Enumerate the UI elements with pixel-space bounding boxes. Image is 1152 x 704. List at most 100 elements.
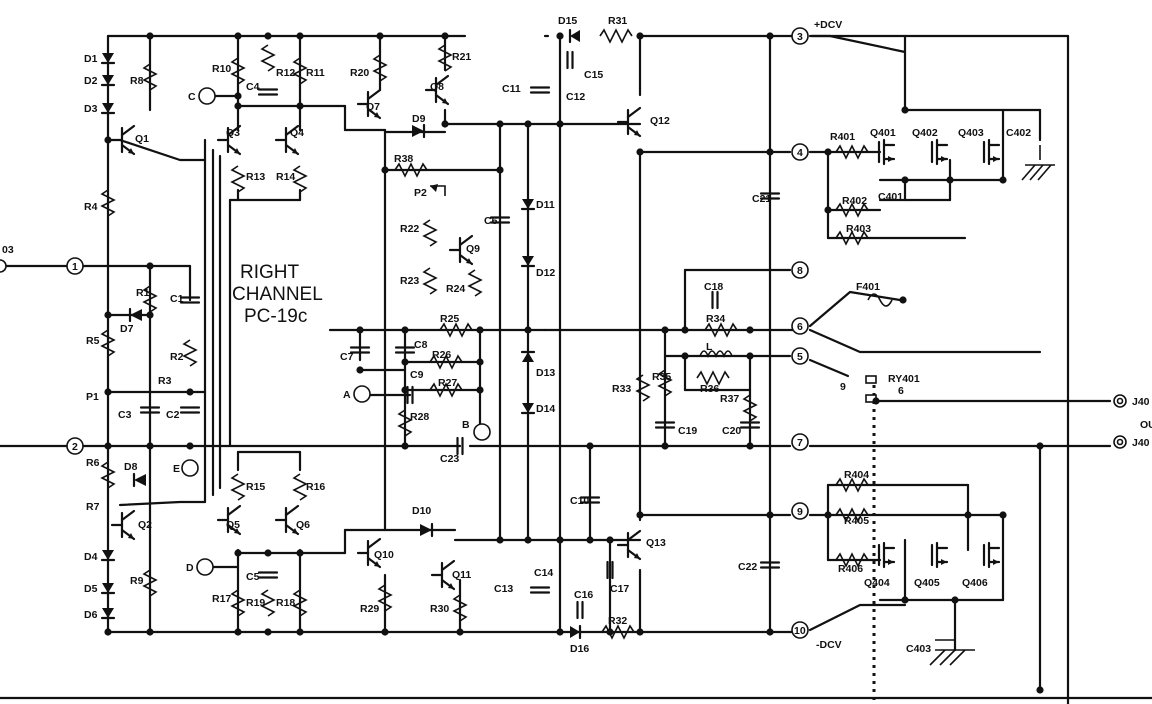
junction-dot [901,106,909,114]
refdes-c11: C11 [502,83,521,95]
edge-input-jack [0,259,7,273]
junction-dot [872,397,880,405]
terminal-10-label: 10 [794,625,806,637]
junction-dot [381,166,389,174]
junction-dot [901,176,909,184]
junction-dot [556,536,564,544]
refdes-r13: R13 [246,171,265,183]
refdes-q405: Q405 [914,577,940,589]
junction-dot [401,386,409,394]
refdes-r25: R25 [440,313,459,325]
junction-dot [1036,442,1044,450]
edge-label-j2: J40 [1132,437,1150,449]
refdes-r1: R1 [136,287,150,299]
junction-dot [766,511,774,519]
refdes-r29: R29 [360,603,379,615]
refdes-r3: R3 [158,375,172,387]
junction-dot [999,176,1007,184]
terminal-4 [791,143,809,161]
refdes-r4: R4 [84,201,98,213]
junction-dot [104,311,112,319]
junctions [104,32,1044,694]
refdes-r27: R27 [438,377,457,389]
junction-dot [441,120,449,128]
refdes-r405: R405 [844,515,869,527]
junction-dot [234,92,242,100]
junction-dot [661,326,669,334]
junction-dot [476,386,484,394]
refdes-q402: Q402 [912,127,938,139]
junction-dot [951,596,959,604]
refdes-c13: C13 [494,583,513,595]
junction-dot [766,148,774,156]
junction-dot [234,102,242,110]
terminals: 1 2 3 4 5 6 7 8 9 10 C E D A B [0,27,1127,639]
refdes-r24: R24 [446,283,465,295]
refdes-q3: Q3 [226,127,240,139]
refdes-d6: D6 [84,609,98,621]
refdes-r35: R35 [652,371,671,383]
junction-dot [556,120,564,128]
refdes-r406: R406 [838,563,863,575]
junction-dot [264,628,272,636]
junction-dot [946,176,954,184]
refdes-r20: R20 [350,67,369,79]
refdes-r32: R32 [608,615,627,627]
input-b-label: B [462,419,470,431]
refdes-q9: Q9 [466,243,480,255]
refdes-q404: Q404 [864,577,890,589]
pos-rail-label: +DCV [814,19,842,31]
refdes-d8: D8 [124,461,138,473]
refdes-r6: R6 [86,457,100,469]
refdes-d3: D3 [84,103,98,115]
junction-dot [146,311,154,319]
junction-dot [496,536,504,544]
refdes-d16: D16 [570,643,589,655]
refdes-c401: C401 [878,191,903,203]
terminal-8-label: 8 [797,265,803,277]
terminal-7-label: 7 [797,437,803,449]
refdes-r26: R26 [432,349,451,361]
refdes-r11: R11 [306,67,325,79]
edge-label-out: OU [1140,419,1152,431]
refdes-d5: D5 [84,583,98,595]
junction-dot [296,32,304,40]
refdes-c18: C18 [704,281,723,293]
terminal-10 [791,621,809,639]
refdes-p1: P1 [86,391,99,403]
junction-dot [901,596,909,604]
refdes-c6: C6 [484,215,498,227]
labels: RIGHT CHANNEL PC-19c +DCV -DCV 03 J40 OU… [2,19,1152,651]
refdes-c20: C20 [722,425,741,437]
terminal-4-label: 4 [797,147,803,159]
junction-dot [606,536,614,544]
junction-dot [476,358,484,366]
refdes-r37: R37 [720,393,739,405]
junction-dot [186,388,194,396]
terminal-9 [791,502,809,520]
terminal-2 [66,437,84,455]
input-b [473,423,491,441]
junction-dot [496,166,504,174]
junction-dot [296,102,304,110]
junction-dot [661,442,669,450]
input-e [181,459,199,477]
refdes-d4: D4 [84,551,98,563]
refdes-r9: R9 [130,575,144,587]
refdes-q406: Q406 [962,577,988,589]
refdes-l: L [706,341,713,353]
refdes-c16: C16 [574,589,593,601]
terminal-7 [791,433,809,451]
refdes-r18: R18 [276,597,295,609]
refdes-c8: C8 [414,339,428,351]
refdes-q2: Q2 [138,519,152,531]
refdes-r10: R10 [212,63,231,75]
junction-dot [401,442,409,450]
refdes-r23: R23 [400,275,419,287]
junction-dot [104,388,112,396]
refdes-d15: D15 [558,15,577,27]
junction-dot [264,549,272,557]
refdes-q6: Q6 [296,519,310,531]
refdes-c4: C4 [246,81,260,93]
refdes-d12: D12 [536,267,555,279]
